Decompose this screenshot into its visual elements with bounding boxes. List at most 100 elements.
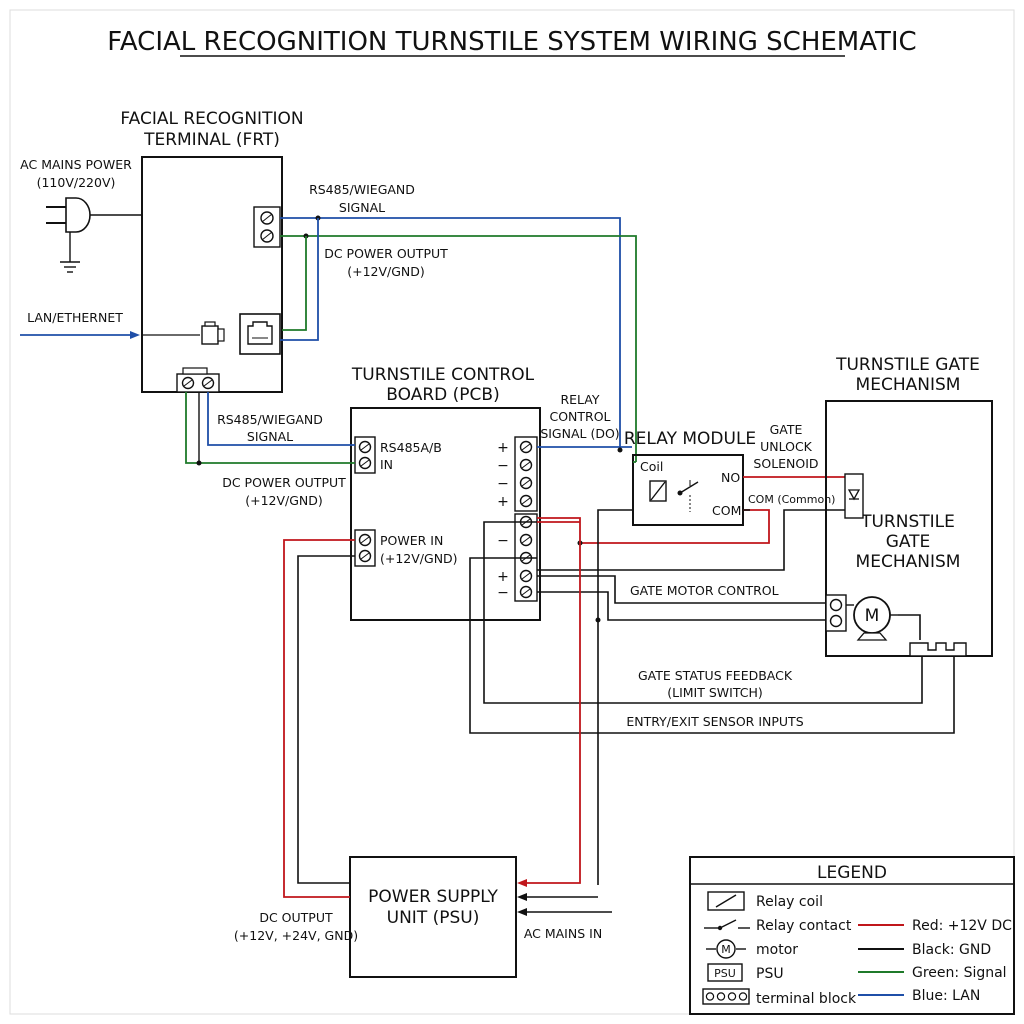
- frt-signal-wire-green: [280, 235, 637, 462]
- pcb-terminal-mark: −: [497, 585, 509, 601]
- gate-inner-line3: MECHANISM: [856, 552, 961, 572]
- page-frame: [9, 9, 1015, 1015]
- frt-rs485-line2: SIGNAL: [339, 200, 385, 215]
- frt-title-line2: TERMINAL (FRT): [143, 130, 280, 150]
- legend-color-green: Green: Signal: [912, 965, 1007, 981]
- pcb-left-rs485-line2: SIGNAL: [247, 429, 293, 444]
- legend-item-psu: PSU: [756, 966, 784, 982]
- relay-com-common-label: COM (Common): [748, 493, 835, 506]
- motor-control-wire-a: [537, 575, 826, 604]
- frt-ac-power-line1: AC MAINS POWER: [20, 157, 132, 172]
- pcb-terminal-mark: +: [497, 440, 509, 456]
- psu-to-pcb-black-wire: [297, 555, 355, 884]
- ethernet-plug-icon: [201, 321, 225, 345]
- gate-status-line1: GATE STATUS FEEDBACK: [638, 668, 793, 683]
- legend-psu-icon: [707, 963, 743, 982]
- legend-terminal-block-icon: [702, 988, 750, 1005]
- legend-color-black: Black: GND: [912, 942, 991, 958]
- gate-box: [825, 400, 993, 657]
- pcb-terminal-mark: −: [497, 476, 509, 492]
- frt-lan-link-blue: [280, 218, 319, 341]
- frt-signal-terminal-block: [253, 206, 281, 248]
- pcb-output-terminal-block-upper: [514, 436, 538, 512]
- psu-box: [349, 856, 517, 978]
- frt-rs485-wire-blue: [280, 217, 621, 450]
- legend-relay-coil-icon: [707, 891, 745, 911]
- relay-title: RELAY MODULE: [624, 429, 756, 449]
- legend-title: LEGEND: [817, 863, 887, 883]
- motor-symbol: M: [865, 606, 880, 626]
- gate-motor-terminal-block: [825, 594, 847, 632]
- relay-contact-icon: [677, 480, 699, 512]
- psu-to-pcb-red-wire: [283, 539, 355, 898]
- frt-to-pcb-wire-blue: [207, 392, 355, 446]
- legend-item-terminal-block: terminal block: [756, 991, 857, 1007]
- legend-color-red: Red: +12V DC: [912, 918, 1012, 934]
- psu-gnd-to-relay-wire: [597, 509, 633, 885]
- gate-inner-line1: TURNSTILE: [860, 512, 955, 532]
- ac-plug-icon: [46, 197, 142, 262]
- frt-lan-label: LAN/ETHERNET: [27, 310, 123, 325]
- relay-com-to-pcb-wire: [580, 509, 770, 544]
- legend-motor-icon: [706, 939, 746, 959]
- rj45-port-icon: [239, 313, 281, 355]
- gate-status-line2: (LIMIT SWITCH): [667, 685, 763, 700]
- gate-sensor-inputs-label: ENTRY/EXIT SENSOR INPUTS: [626, 714, 803, 729]
- gate-inner-line2: GATE: [886, 532, 931, 552]
- junction-dot: [617, 447, 623, 453]
- psu-dc-out-line2: (+12V, +24V, GND): [234, 928, 358, 943]
- frt-rs485-line1: RS485/WIEGAND: [309, 182, 415, 197]
- legend-item-relay-coil: Relay coil: [756, 894, 823, 910]
- sensor-inputs-wire: [469, 557, 955, 734]
- solenoid-line1: GATE: [770, 422, 803, 437]
- relay-ctrl-line2: CONTROL: [549, 409, 610, 424]
- pcb-left-dc-line1: DC POWER OUTPUT: [222, 475, 346, 490]
- motor-control-wire-b: [537, 591, 826, 621]
- page-title: FACIAL RECOGNITION TURNSTILE SYSTEM WIRI…: [107, 27, 916, 57]
- frt-power-terminal-block: [176, 367, 220, 393]
- relay-com-label: COM: [712, 503, 741, 518]
- frt-title-line1: FACIAL RECOGNITION: [120, 109, 303, 129]
- psu-dc-out-line1: DC OUTPUT: [259, 910, 333, 925]
- psu-red-return-wire: [522, 517, 581, 884]
- solenoid-diode-icon: [844, 473, 864, 519]
- pcb-left-rs485-line1: RS485/WIEGAND: [217, 412, 323, 427]
- legend-motor-symbol: M: [721, 943, 731, 956]
- legend-psu-symbol: PSU: [714, 967, 736, 980]
- motor-to-switch-wire: [898, 614, 921, 640]
- pcb-title-line1: TURNSTILE CONTROL: [351, 365, 535, 385]
- relay-box: [632, 454, 744, 526]
- gate-title-line1: TURNSTILE GATE: [835, 355, 980, 375]
- pcb-rs485-in-line1: RS485A/B: [380, 440, 442, 455]
- status-feedback-wire: [483, 521, 923, 704]
- pcb-power-in-line1: POWER IN: [380, 533, 443, 548]
- legend-item-relay-contact: Relay contact: [756, 918, 852, 934]
- ac-in-arrow-icon: [517, 908, 527, 916]
- legend-box: [689, 856, 1015, 1015]
- solenoid-return-wire: [537, 509, 845, 571]
- solenoid-line3: SOLENOID: [753, 456, 818, 471]
- pcb-rs485-terminal-block: [354, 436, 376, 474]
- frt-box: [141, 156, 283, 393]
- relay-coil-label: Coil: [640, 459, 663, 474]
- pcb-terminal-mark: −: [497, 533, 509, 549]
- pcb-terminal-mark: −: [497, 458, 509, 474]
- frt-dc-out-line2: (+12V/GND): [347, 264, 425, 279]
- psu-title-line1: POWER SUPPLY: [368, 887, 498, 907]
- relay-ctrl-line3: SIGNAL (DO): [540, 426, 619, 441]
- frt-ac-power-line2: (110V/220V): [37, 175, 116, 190]
- relay-coil-icon: [649, 480, 667, 502]
- psu-ac-in-label: AC MAINS IN: [524, 926, 602, 941]
- junction-dot: [595, 617, 601, 623]
- relay-no-label: NO: [721, 470, 740, 485]
- pcb-power-in-line2: (+12V/GND): [380, 551, 458, 566]
- psu-title-line2: UNIT (PSU): [387, 908, 480, 928]
- frt-lan-link-green: [282, 236, 307, 331]
- gate-motor-control-label: GATE MOTOR CONTROL: [630, 583, 779, 598]
- limit-switch-icon: [909, 642, 967, 657]
- pcb-box: [350, 407, 541, 621]
- pcb-left-dc-line2: (+12V/GND): [245, 493, 323, 508]
- psu-red-arrow-icon: [517, 879, 527, 887]
- legend-color-blue: Blue: LAN: [912, 988, 980, 1004]
